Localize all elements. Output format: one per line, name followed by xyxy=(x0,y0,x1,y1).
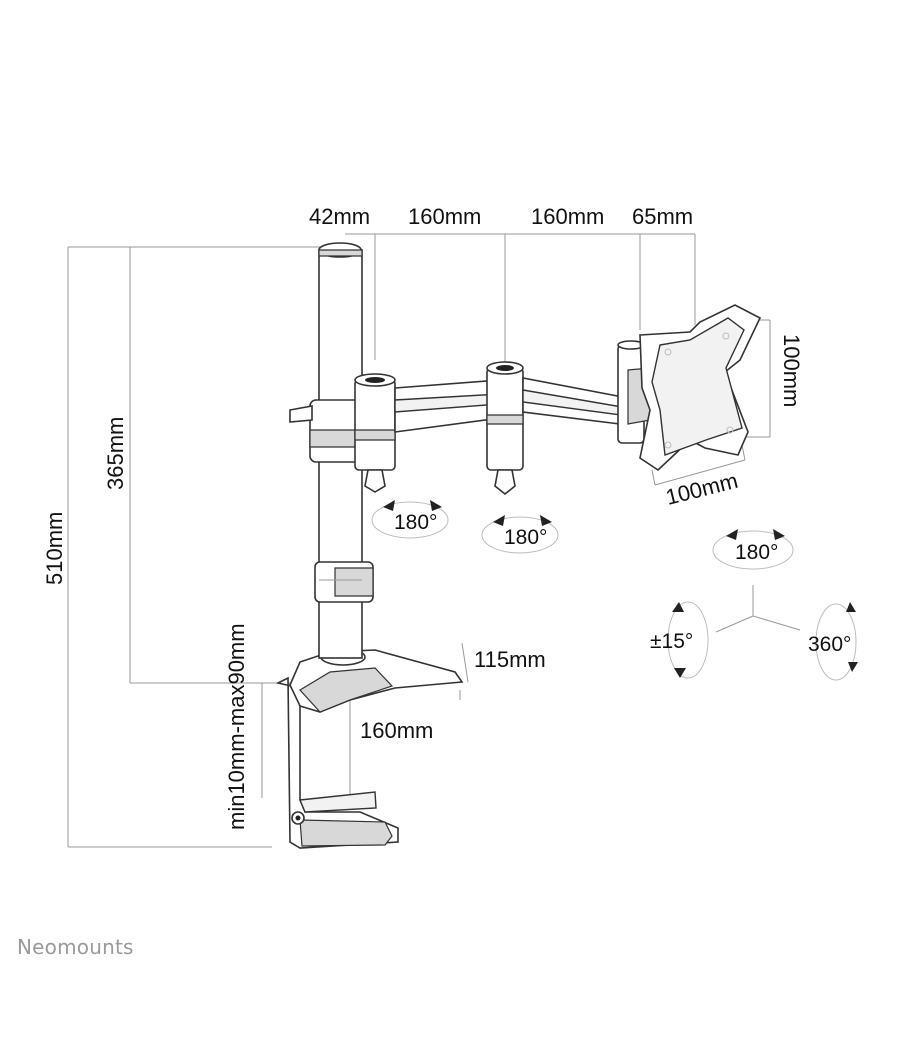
dim-115mm: 115mm xyxy=(474,647,546,672)
dim-510mm: 510mm xyxy=(42,512,67,585)
rotation-head-label: 180° xyxy=(735,541,778,564)
middle-joint xyxy=(486,361,524,496)
rotation-joint1-label: 180° xyxy=(394,511,437,534)
rotation-indicators xyxy=(371,500,858,681)
dimension-labels: 42mm 160mm 160mm 65mm 510mm 365mm min10m… xyxy=(42,204,804,830)
pole-base xyxy=(289,648,464,713)
rotate-label: 360° xyxy=(808,633,851,656)
desk-clamp xyxy=(275,676,399,849)
dim-365mm: 365mm xyxy=(103,417,128,490)
brand-logo: Neomounts xyxy=(17,935,134,959)
dim-42mm: 42mm xyxy=(309,204,370,229)
dim-160mm-arm2: 160mm xyxy=(531,204,604,229)
dimension-lines xyxy=(67,233,771,848)
dim-vesa-height: 100mm xyxy=(779,334,804,407)
tilt-label: ±15° xyxy=(650,630,693,653)
dim-160mm-arm1: 160mm xyxy=(408,204,481,229)
rotation-labels: 180° 180° 180° ±15° 360° xyxy=(394,511,851,656)
dim-clamp-range: min10mm-max90mm xyxy=(224,623,249,830)
dim-160mm-base: 160mm xyxy=(360,718,433,743)
arm-segment-2 xyxy=(522,377,629,426)
rotation-joint2-label: 180° xyxy=(504,526,547,549)
vesa-plate xyxy=(639,304,762,472)
arm-segment-1 xyxy=(394,379,501,433)
dim-65mm: 65mm xyxy=(632,204,693,229)
dim-vesa-width: 100mm xyxy=(663,468,740,510)
pole-collar xyxy=(289,373,396,493)
